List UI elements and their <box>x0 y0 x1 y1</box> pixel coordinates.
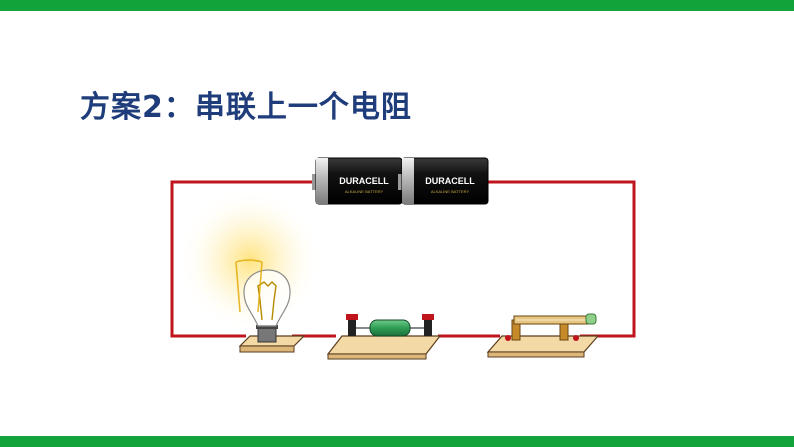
knife-switch <box>486 313 600 358</box>
light-bulb <box>178 188 322 353</box>
slide-title: 方案2：串联上一个电阻 <box>80 90 412 125</box>
battery-right: DURACELL ALKALINE BATTERY <box>398 157 489 205</box>
battery-right-brand: DURACELL <box>425 176 475 186</box>
battery-left-brand: DURACELL <box>339 176 389 186</box>
battery-left: DURACELL ALKALINE BATTERY <box>312 157 403 205</box>
top-green-bar <box>0 0 794 11</box>
battery-right-sub: ALKALINE BATTERY <box>431 189 470 194</box>
battery-left-sub: ALKALINE BATTERY <box>345 189 384 194</box>
resistor <box>326 314 442 360</box>
circuit-wires <box>170 180 636 338</box>
bottom-green-bar <box>0 436 794 447</box>
